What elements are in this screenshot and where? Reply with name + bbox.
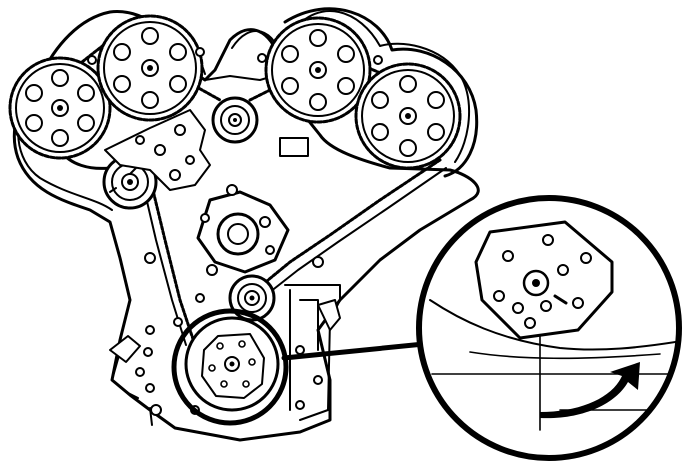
rotation-arrow [540,362,640,419]
camshaft-sprocket-left-rear [8,56,112,160]
lower-bracket [109,299,341,363]
detail-leader-line [281,340,437,361]
idler-pulley-upper [211,96,259,144]
camshaft-sprocket-right-rear [354,62,462,170]
crankshaft-sprocket [184,316,280,412]
detail-highlight-ring [171,308,289,426]
timing-belt [58,38,447,347]
magnified-detail-view [416,195,682,461]
idler-pulley-lower [228,274,276,322]
tensioner-bracket [104,109,309,191]
camshaft-sprocket-right-front [264,16,372,124]
water-pump [196,184,290,276]
camshaft-sprocket-left-front [96,14,204,122]
